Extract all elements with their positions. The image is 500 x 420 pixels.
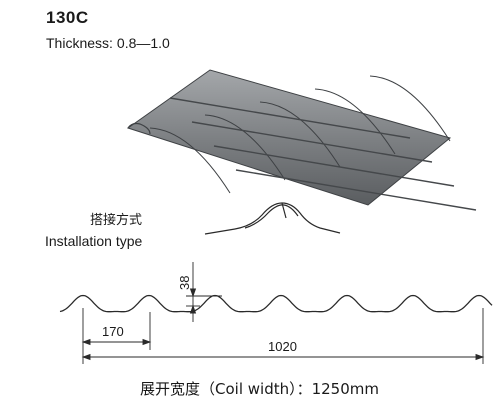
tile-step-line	[235, 169, 477, 211]
effective-width-dimension	[81, 308, 485, 364]
coil-width-caption: 展开宽度（Coil width）：1250mm	[140, 380, 379, 398]
tile-step-line	[213, 145, 455, 187]
profile-section	[59, 294, 493, 313]
roof-tile-illustration	[126, 69, 477, 211]
installation-overlap-detail	[204, 202, 341, 235]
pitch-label: 170	[102, 324, 124, 339]
effective-width-label: 1020	[268, 339, 297, 354]
tile-ridge-line	[314, 88, 396, 155]
thickness-spec: Thickness:0.8—1.0	[46, 35, 170, 51]
pitch-dimension	[81, 308, 152, 350]
thickness-value: 0.8—1.0	[116, 35, 170, 51]
profile-outline	[59, 294, 493, 313]
wave-height-label: 38	[177, 276, 192, 290]
installation-type-label-en: Installation type	[45, 233, 143, 249]
tile-ridge-line	[369, 75, 451, 142]
tile-ridge-line	[204, 114, 286, 181]
tile-step-line	[169, 97, 411, 139]
product-model-title: 130C	[46, 8, 89, 27]
wave-height-dimension	[186, 262, 222, 322]
tile-ridge-line	[149, 127, 231, 194]
tile-ridges	[149, 75, 451, 194]
thickness-label: Thickness:	[46, 35, 113, 51]
installation-type-label-cn: 搭接方式	[90, 213, 143, 228]
tile-steps	[169, 97, 477, 211]
tile-step-line	[191, 121, 433, 163]
